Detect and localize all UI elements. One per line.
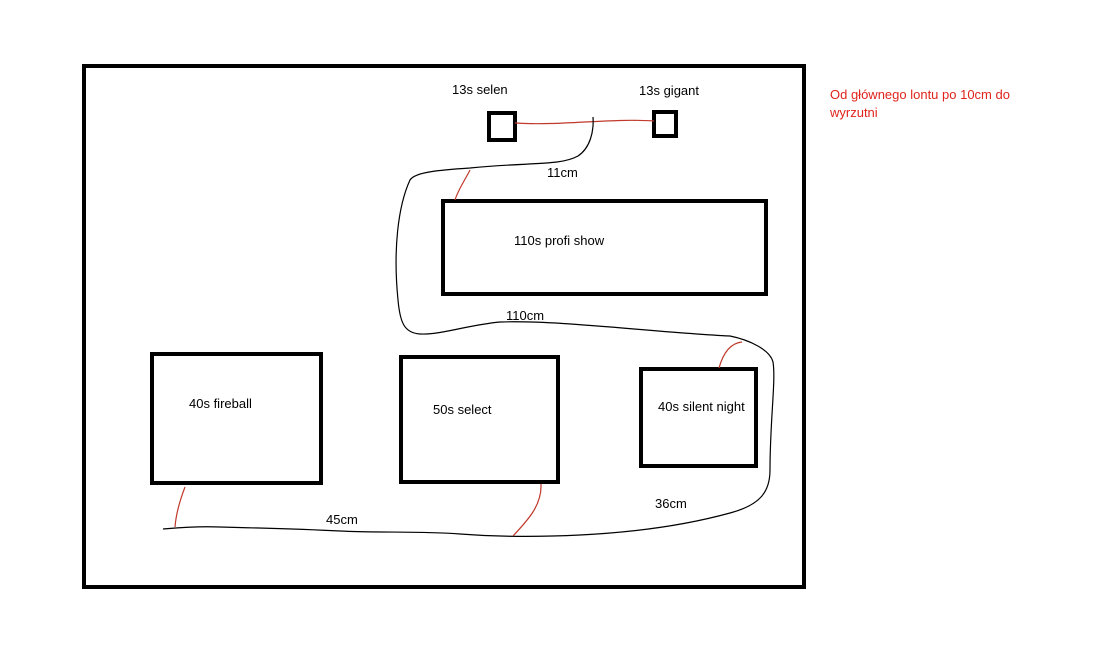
- label-110s-profi-show: 110s profi show: [514, 233, 605, 248]
- outer-frame: [82, 64, 806, 589]
- label-13s-selen: 13s selen: [452, 82, 508, 97]
- length-label-110cm: 110cm: [506, 308, 545, 323]
- label-50s-select: 50s select: [433, 402, 492, 417]
- main-fuse: [162, 116, 775, 537]
- box-110s-profi-show: [441, 199, 768, 296]
- box-40s-fireball: [150, 352, 323, 485]
- label-13s-gigant: 13s gigant: [639, 83, 699, 98]
- box-13s-gigant: [652, 110, 678, 138]
- branch-fuse-fireball: [174, 486, 186, 528]
- label-40s-fireball: 40s fireball: [189, 396, 252, 411]
- branch-fuse-select: [512, 483, 542, 537]
- branch-fuse-silent-night: [718, 341, 743, 369]
- length-label-11cm: 11cm: [547, 165, 578, 180]
- length-label-36cm: 36cm: [655, 496, 687, 511]
- box-40s-silent-night: [639, 367, 758, 468]
- label-40s-silent-night: 40s silent night: [658, 399, 745, 414]
- fuse-note: Od głównego lontu po 10cm do wyrzutni: [830, 87, 1010, 120]
- branch-fuse-top: [514, 119, 655, 125]
- box-13s-selen: [487, 111, 517, 142]
- length-label-45cm: 45cm: [326, 512, 358, 527]
- branch-fuse-profi-show: [454, 169, 471, 201]
- box-50s-select: [399, 355, 560, 484]
